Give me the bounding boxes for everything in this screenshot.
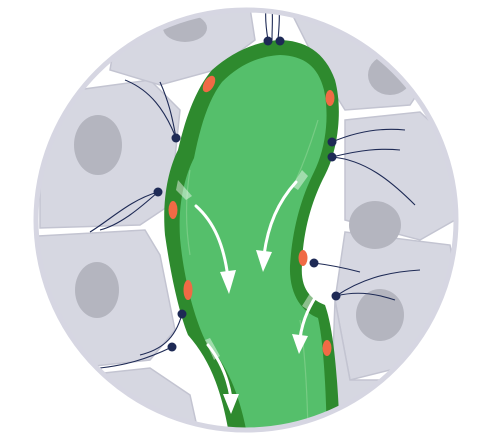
nerve-terminal-icon bbox=[332, 292, 341, 301]
nerve-terminal-icon bbox=[168, 343, 177, 352]
endothelial-nucleus bbox=[326, 90, 335, 106]
cell-nucleus bbox=[75, 262, 119, 318]
nerve-terminal-icon bbox=[154, 188, 163, 197]
endothelial-nucleus bbox=[299, 250, 308, 266]
cell-nucleus bbox=[356, 289, 404, 341]
cell-nucleus bbox=[74, 115, 122, 175]
nerve-terminal-icon bbox=[310, 259, 319, 268]
endothelial-nucleus bbox=[184, 280, 193, 300]
nerve-terminal-icon bbox=[172, 134, 181, 143]
cell-nucleus bbox=[349, 201, 401, 249]
nerve-terminal-icon bbox=[328, 138, 337, 147]
endothelial-nucleus bbox=[169, 201, 178, 219]
nerve-terminal-icon bbox=[328, 153, 337, 162]
cell-nucleus bbox=[368, 55, 412, 95]
endothelial-nucleus bbox=[323, 340, 332, 356]
nerve-terminal-icon bbox=[264, 37, 273, 46]
nerve-terminal-icon bbox=[178, 310, 187, 319]
nerve-terminal-icon bbox=[276, 37, 285, 46]
